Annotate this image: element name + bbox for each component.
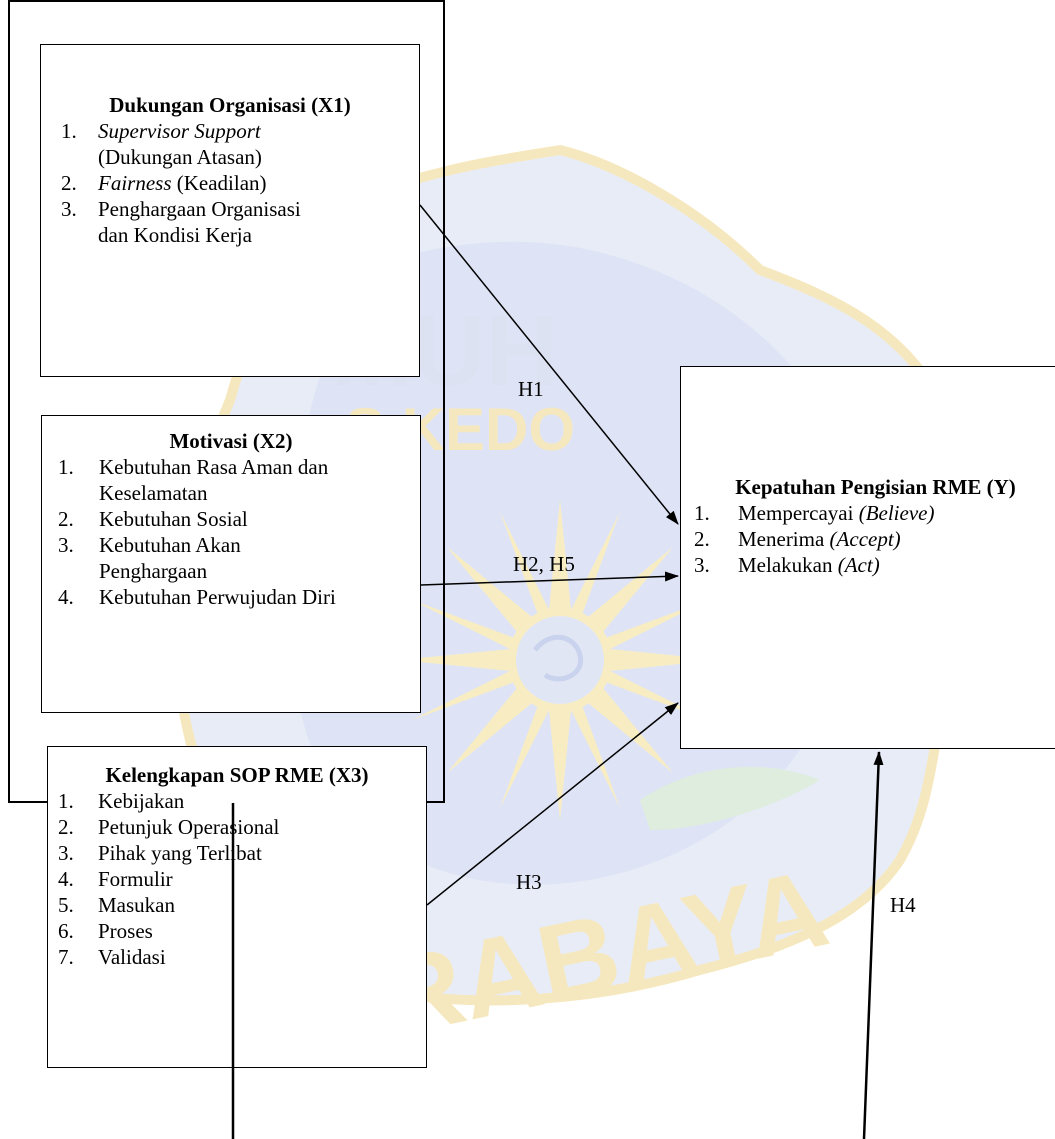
- x2-title: Motivasi (X2): [169, 429, 293, 453]
- box-dukungan-organisasi: Dukungan Organisasi (X1) 1. Supervisor S…: [40, 44, 420, 377]
- list-item: 2.Menerima (Accept): [694, 527, 901, 551]
- x1-items: 1. Supervisor Support (Dukungan Atasan) …: [41, 118, 419, 248]
- list-item: 1. Kebutuhan Rasa Aman dan Keselamatan: [58, 455, 329, 505]
- box-kepatuhan-pengisian: Kepatuhan Pengisian RME (Y) 1.Mempercaya…: [680, 366, 1055, 749]
- x3-title: Kelengkapan SOP RME (X3): [105, 763, 369, 787]
- list-item: 1.Mempercayai (Believe): [694, 501, 935, 525]
- box-motivasi: Motivasi (X2) 1. Kebutuhan Rasa Aman dan…: [41, 415, 421, 713]
- watermark-green-leaf-right: [640, 766, 820, 830]
- list-item: 1. Supervisor Support (Dukungan Atasan): [61, 119, 262, 169]
- list-item: 3.Melakukan (Act): [694, 553, 880, 577]
- x3-items: 1.Kebijakan 2.Petunjuk Operasional 3.Pih…: [48, 788, 426, 970]
- list-item: 2. Kebutuhan Sosial: [58, 507, 248, 531]
- list-item: 5.Masukan: [58, 893, 175, 917]
- x1-title: Dukungan Organisasi (X1): [109, 93, 351, 117]
- list-item: 3.Pihak yang Terlibat: [58, 841, 262, 865]
- list-item: 3. Kebutuhan Akan Penghargaan: [58, 533, 241, 583]
- hypothesis-label-h4: H4: [890, 893, 916, 917]
- y-title: Kepatuhan Pengisian RME (Y): [735, 475, 1016, 499]
- list-item: 2. Fairness (Keadilan): [61, 171, 267, 195]
- x2-items: 1. Kebutuhan Rasa Aman dan Keselamatan 2…: [42, 454, 420, 610]
- hypothesis-label-h2-h5: H2, H5: [513, 552, 575, 576]
- hypothesis-label-h3: H3: [516, 870, 542, 894]
- y-items: 1.Mempercayai (Believe) 2.Menerima (Acce…: [681, 500, 1055, 578]
- list-item: 3. Penghargaan Organisasi dan Kondisi Ke…: [61, 197, 301, 247]
- list-item: 1.Kebijakan: [58, 789, 185, 813]
- box-kelengkapan-sop: Kelengkapan SOP RME (X3) 1.Kebijakan 2.P…: [47, 746, 427, 1068]
- list-item: 2.Petunjuk Operasional: [58, 815, 280, 839]
- list-item: 4. Kebutuhan Perwujudan Diri: [58, 585, 336, 609]
- list-item: 7.Validasi: [58, 945, 166, 969]
- sunburst-star: [400, 500, 720, 820]
- list-item: 6.Proses: [58, 919, 153, 943]
- list-item: 4.Formulir: [58, 867, 173, 891]
- hypothesis-label-h1: H1: [518, 377, 544, 401]
